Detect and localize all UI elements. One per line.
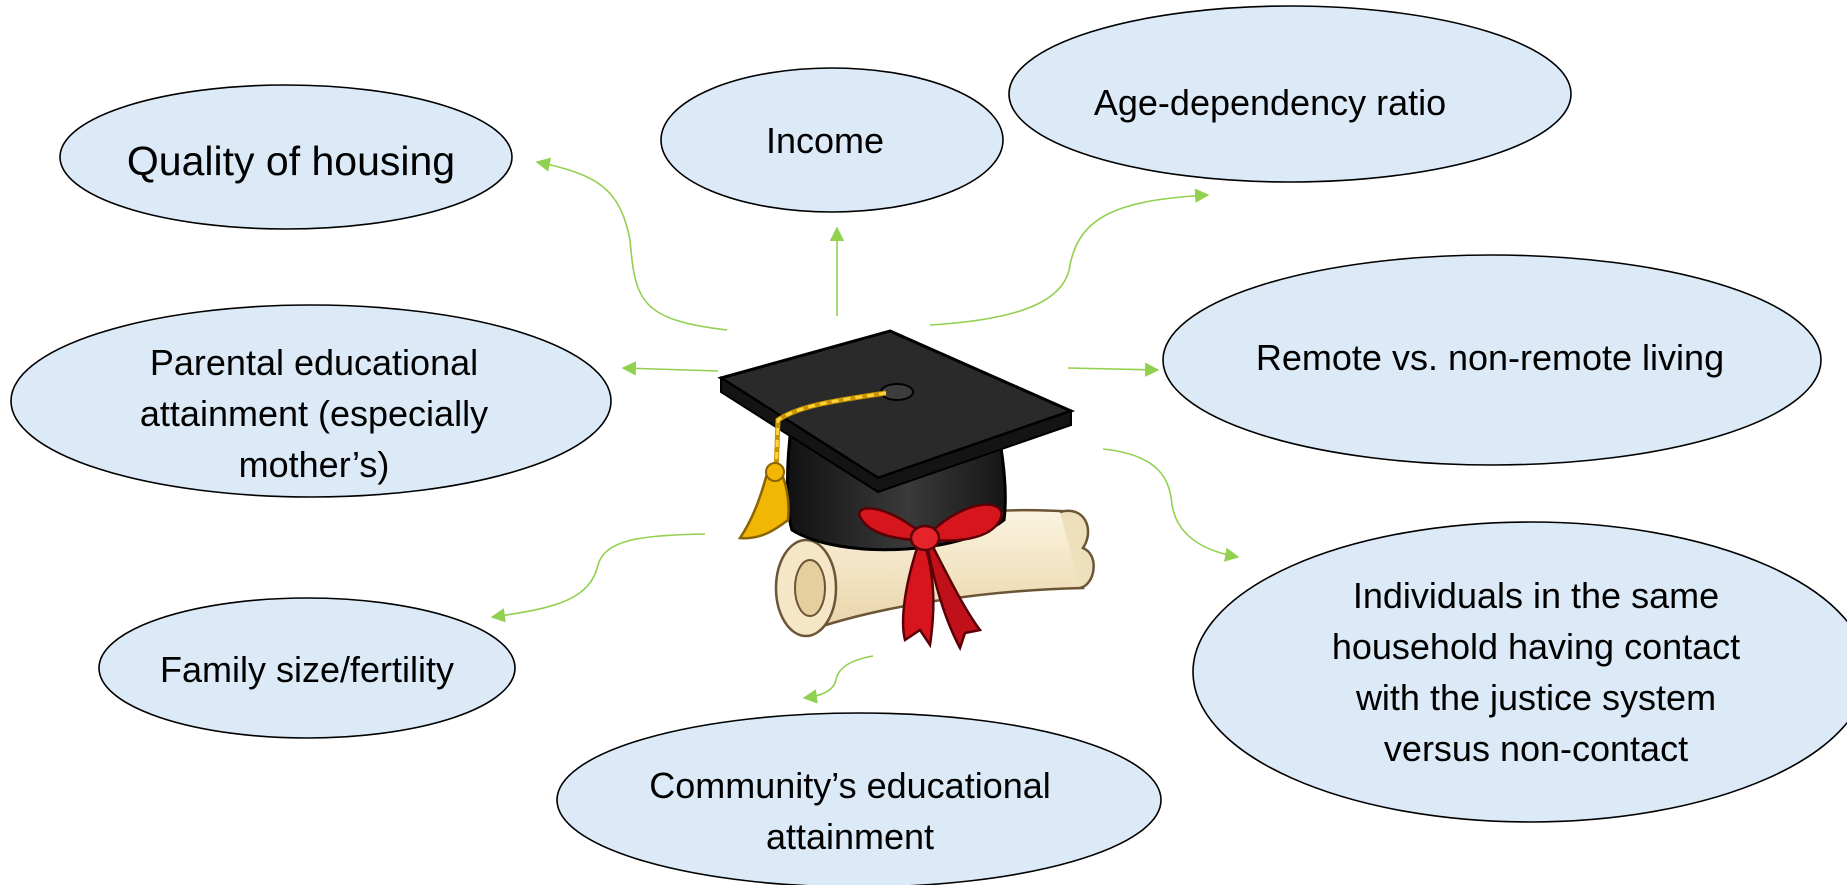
tassel xyxy=(737,468,790,540)
ribbon-bow xyxy=(858,503,1003,652)
arrow-to-age-dependency xyxy=(929,188,1210,326)
bubble-income: Income xyxy=(660,67,1004,213)
label-community-education-line-2: attainment xyxy=(766,816,934,857)
bubble-age-dependency: Age-dependency ratio xyxy=(1008,5,1572,183)
bubble-remote-living: Remote vs. non-remote living xyxy=(1162,254,1822,466)
bubble-family-size: Family size/fertility xyxy=(98,597,516,739)
label-age-dependency: Age-dependency ratio xyxy=(1094,82,1446,123)
label-parental-education-line-1: Parental educational xyxy=(150,342,478,383)
arrow-to-quality-of-housing xyxy=(535,157,728,331)
arrow-to-parental-education xyxy=(621,361,719,376)
label-justice-contact-line-2: household having contact xyxy=(1332,626,1740,667)
label-justice-contact-line-4: versus non-contact xyxy=(1384,728,1688,769)
bubble-community-education: Community’s educational attainment xyxy=(556,712,1162,885)
label-justice-contact-line-1: Individuals in the same xyxy=(1353,575,1719,616)
label-parental-education-line-3: mother’s) xyxy=(239,444,390,485)
label-income: Income xyxy=(766,120,884,161)
arrow-to-remote-living xyxy=(1067,362,1160,377)
label-community-education-line-1: Community’s educational xyxy=(649,765,1051,806)
bubble-justice-contact: Individuals in the same household having… xyxy=(1192,521,1847,823)
arrow-to-family-size xyxy=(490,533,706,623)
graduation-cap-with-diploma-icon xyxy=(717,329,1095,652)
connectors xyxy=(490,157,1240,704)
bubble-parental-education: Parental educational attainment (especia… xyxy=(10,304,612,498)
arrow-to-community-education xyxy=(802,655,874,704)
bubble-quality-of-housing: Quality of housing xyxy=(59,84,513,230)
label-justice-contact-line-3: with the justice system xyxy=(1355,677,1716,718)
cap-board xyxy=(717,329,1076,480)
label-family-size: Family size/fertility xyxy=(160,649,454,690)
label-remote-living: Remote vs. non-remote living xyxy=(1256,337,1724,378)
arrow-to-justice-contact xyxy=(1102,448,1240,562)
label-quality-of-housing: Quality of housing xyxy=(127,138,455,184)
label-parental-education-line-2: attainment (especially xyxy=(140,393,488,434)
